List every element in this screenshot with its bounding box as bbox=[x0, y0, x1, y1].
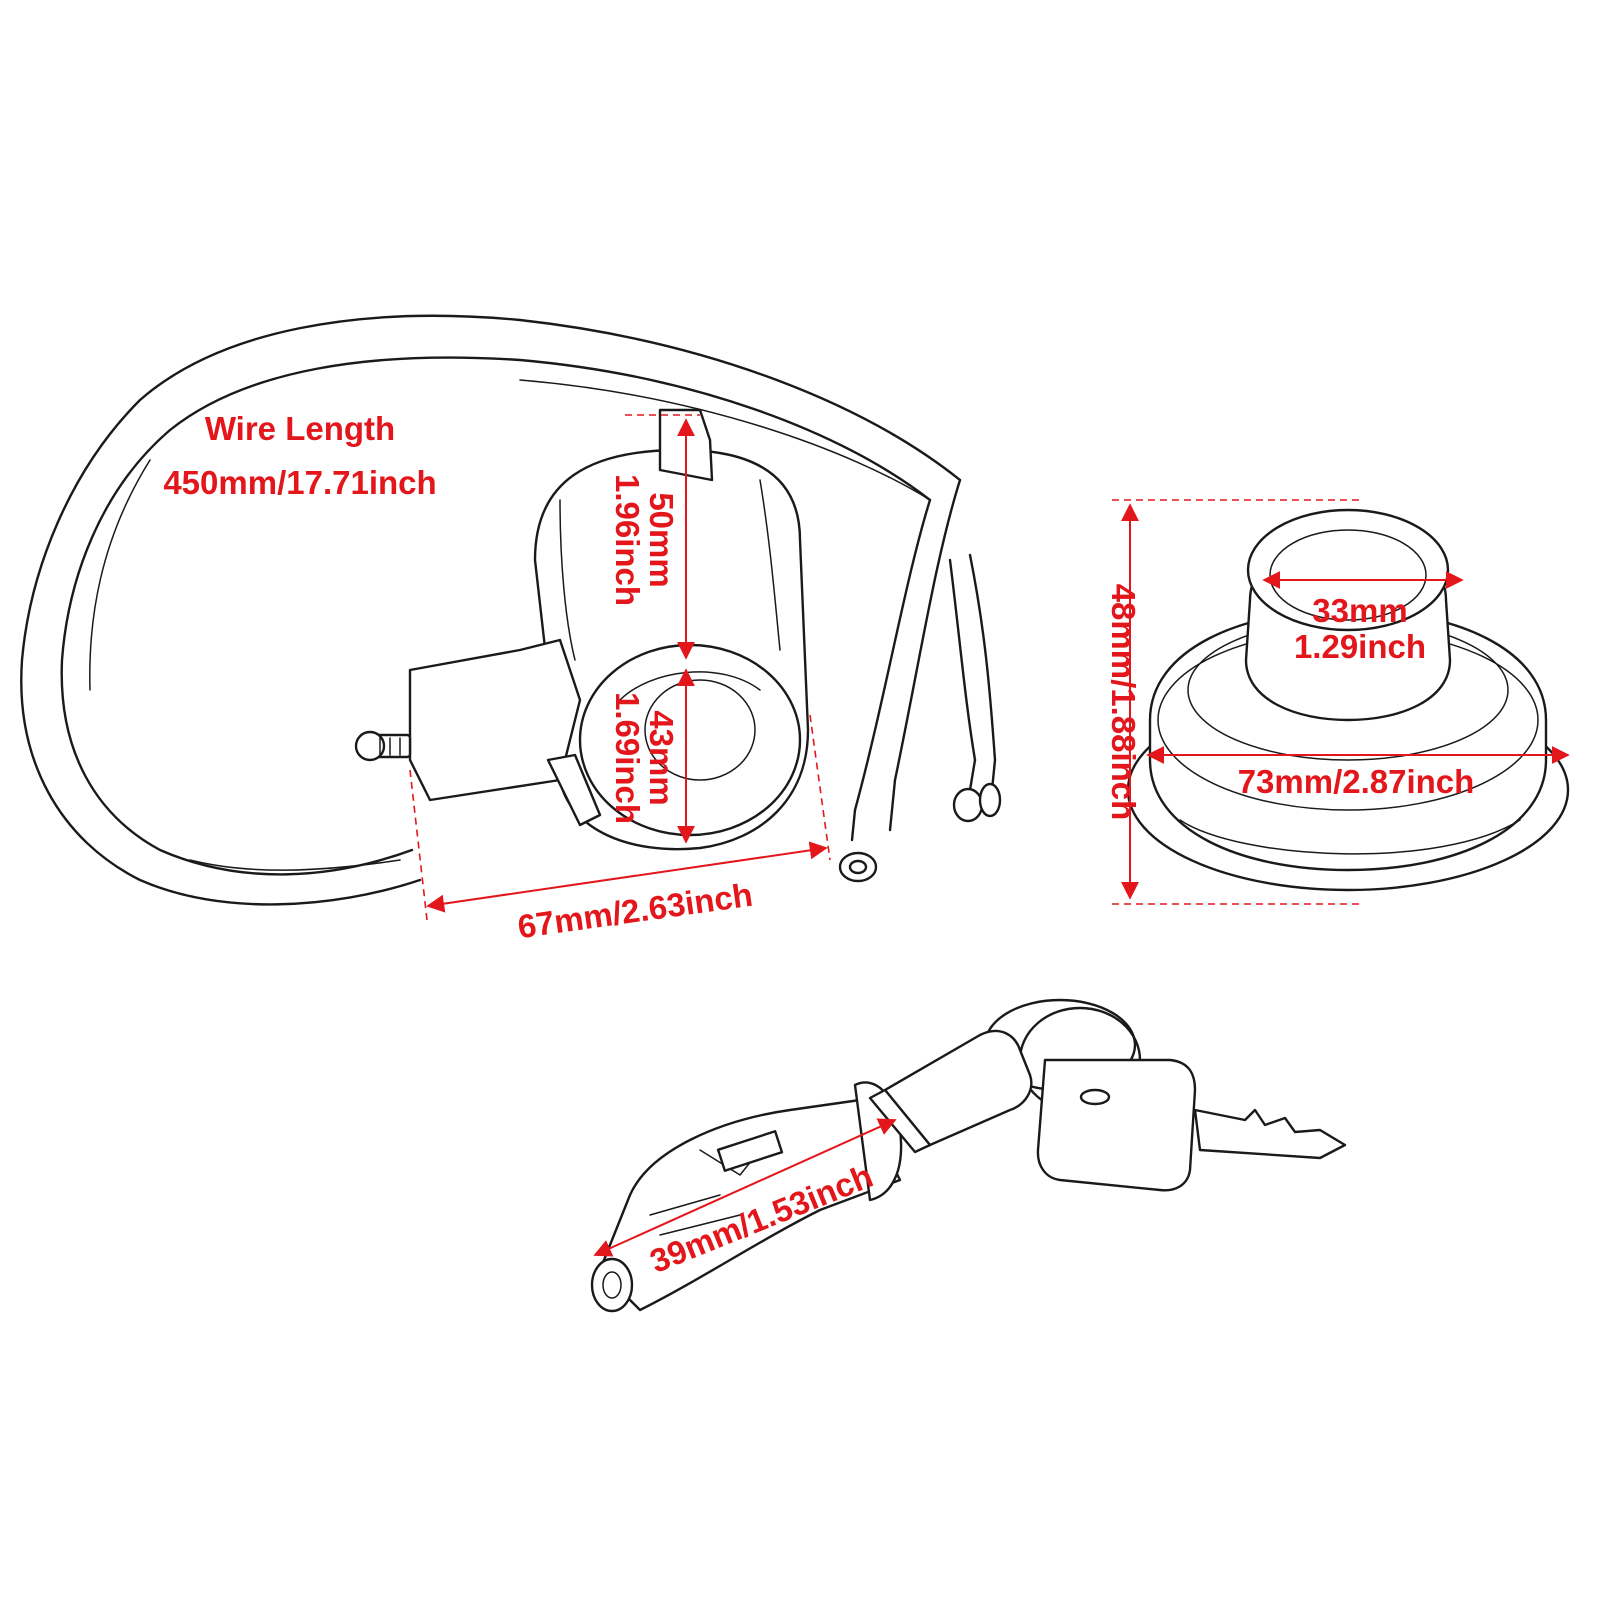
housing-inner-inch: 1.69inch bbox=[609, 692, 646, 824]
housing-width-label: 67mm/2.63inch bbox=[515, 876, 754, 946]
housing-height-mm: 50mm bbox=[643, 492, 680, 587]
wire-length-value: 450mm/17.71inch bbox=[163, 464, 436, 501]
cap-drawing bbox=[1126, 508, 1570, 892]
cap-base-label: 73mm/2.87inch bbox=[1238, 763, 1475, 800]
dim-housing-width bbox=[426, 841, 828, 913]
wire-harness-drawing bbox=[20, 314, 1002, 906]
cap-height-label: 48mm/1.88inch bbox=[1105, 584, 1142, 821]
cap-top-inch: 1.29inch bbox=[1294, 628, 1426, 665]
dim-lock-length bbox=[593, 1118, 897, 1257]
dim-ext-housing-left bbox=[409, 769, 428, 921]
wire-length-title: Wire Length bbox=[205, 410, 395, 447]
switch-housing-drawing bbox=[354, 408, 810, 851]
dimension-lines bbox=[409, 414, 1570, 1257]
keys-drawing bbox=[868, 998, 1347, 1192]
dim-ext-housing-right bbox=[809, 714, 831, 861]
housing-height-inch: 1.96inch bbox=[609, 474, 646, 606]
cap-top-mm: 33mm bbox=[1312, 592, 1407, 629]
housing-inner-mm: 43mm bbox=[643, 710, 680, 805]
